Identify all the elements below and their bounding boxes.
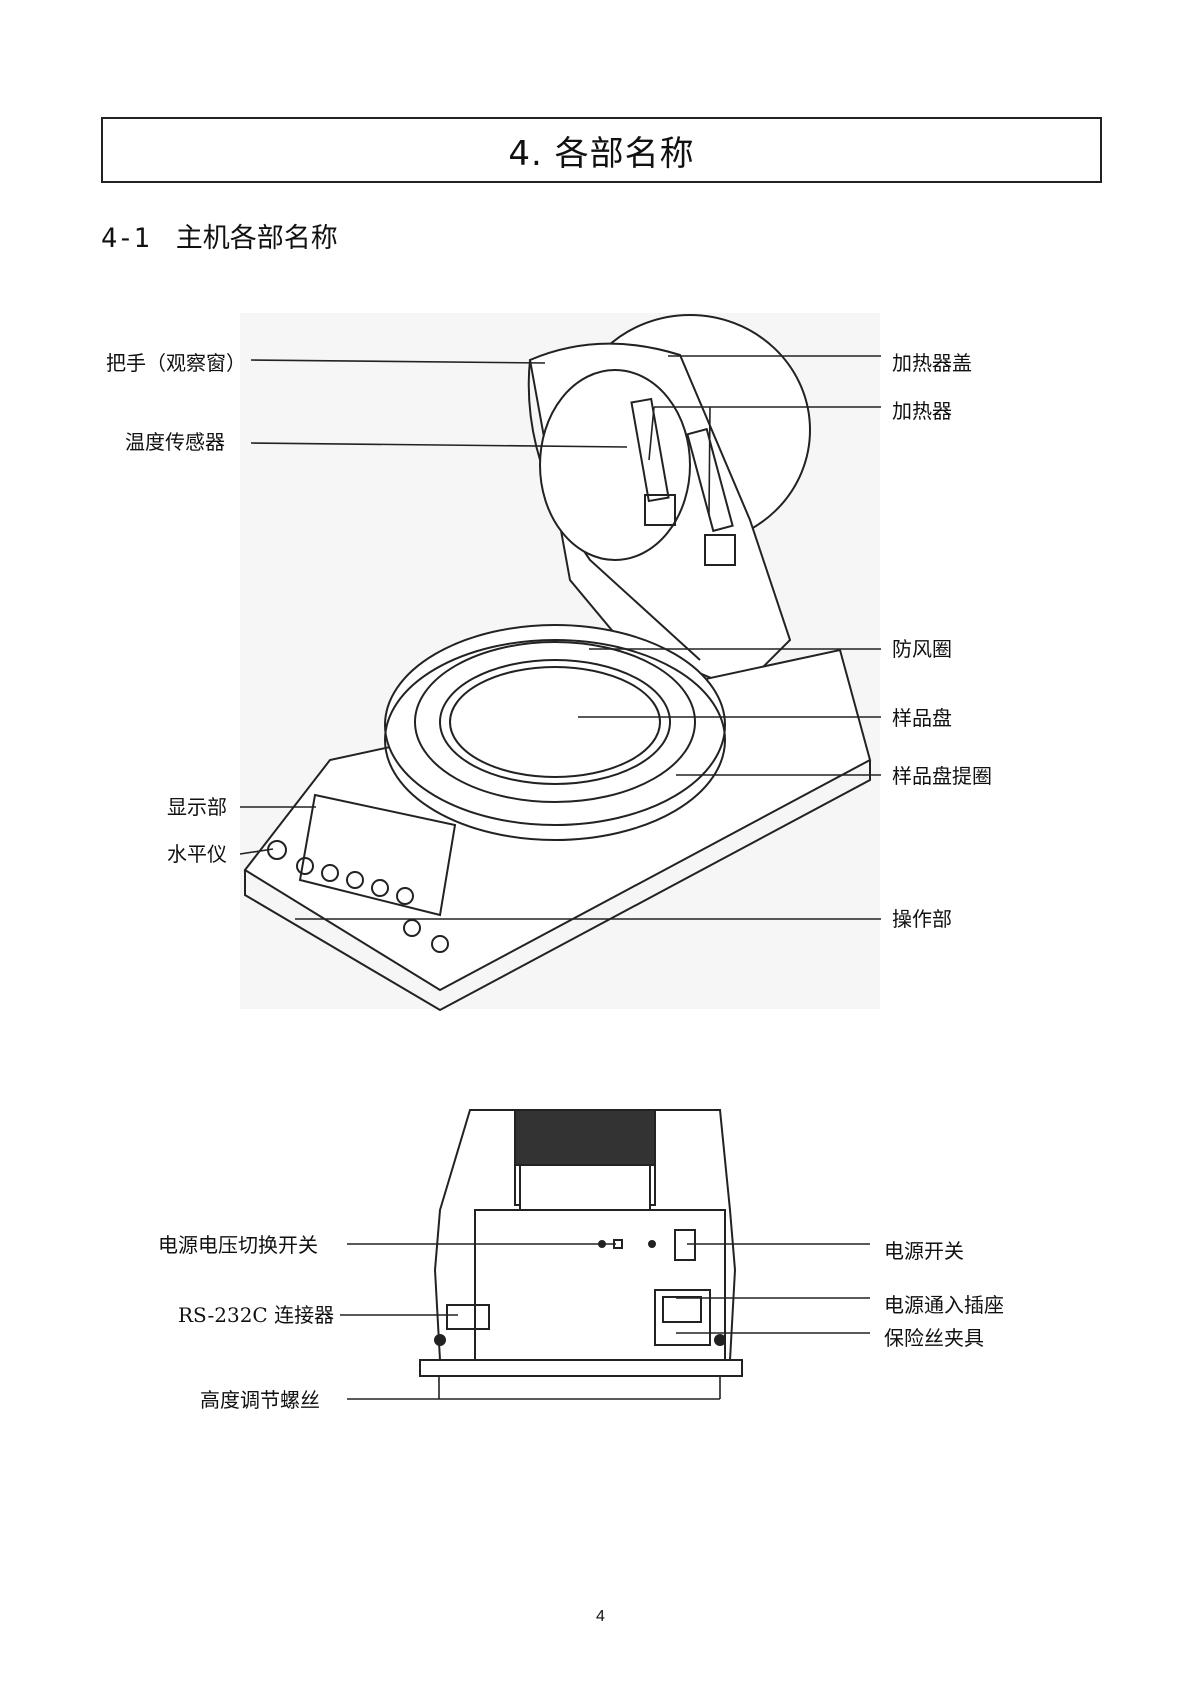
page-number: 4 <box>596 1608 605 1625</box>
label-sample-pan: 样品盘 <box>892 706 952 730</box>
label-power-inlet: 电源通入插座 <box>884 1293 1004 1317</box>
front-view-illustration <box>240 313 880 1012</box>
label-pan-handle: 样品盘提圈 <box>892 764 992 788</box>
front-view-leader-lines <box>239 355 881 920</box>
label-level: 水平仪 <box>167 842 227 866</box>
label-temperature-sensor: 温度传感器 <box>125 430 225 454</box>
chapter-title: 4. 各部名称 <box>508 133 695 174</box>
label-voltage-switch: 电源电压切换开关 <box>158 1233 318 1257</box>
chapter-title-box: 4. 各部名称 <box>101 117 1102 183</box>
label-handle: 把手（观察窗） <box>106 351 246 375</box>
label-operation-panel: 操作部 <box>892 907 952 931</box>
label-display: 显示部 <box>167 795 227 819</box>
label-heater: 加热器 <box>892 399 952 423</box>
section-number: 4-1 <box>101 223 150 254</box>
label-power-switch: 电源开关 <box>884 1239 964 1263</box>
label-draft-ring: 防风圈 <box>892 637 952 661</box>
label-rs232c: RS-232C 连接器 <box>178 1303 335 1327</box>
rear-view-leader-lines <box>340 1243 870 1400</box>
rear-view-illustration <box>419 1109 743 1377</box>
label-heater-cover: 加热器盖 <box>892 351 972 375</box>
section-title: 主机各部名称 <box>175 223 338 254</box>
label-fuse-holder: 保险丝夹具 <box>884 1326 984 1350</box>
label-height-screw: 高度调节螺丝 <box>200 1388 320 1412</box>
section-heading: 4-1 主机各部名称 <box>101 216 338 255</box>
